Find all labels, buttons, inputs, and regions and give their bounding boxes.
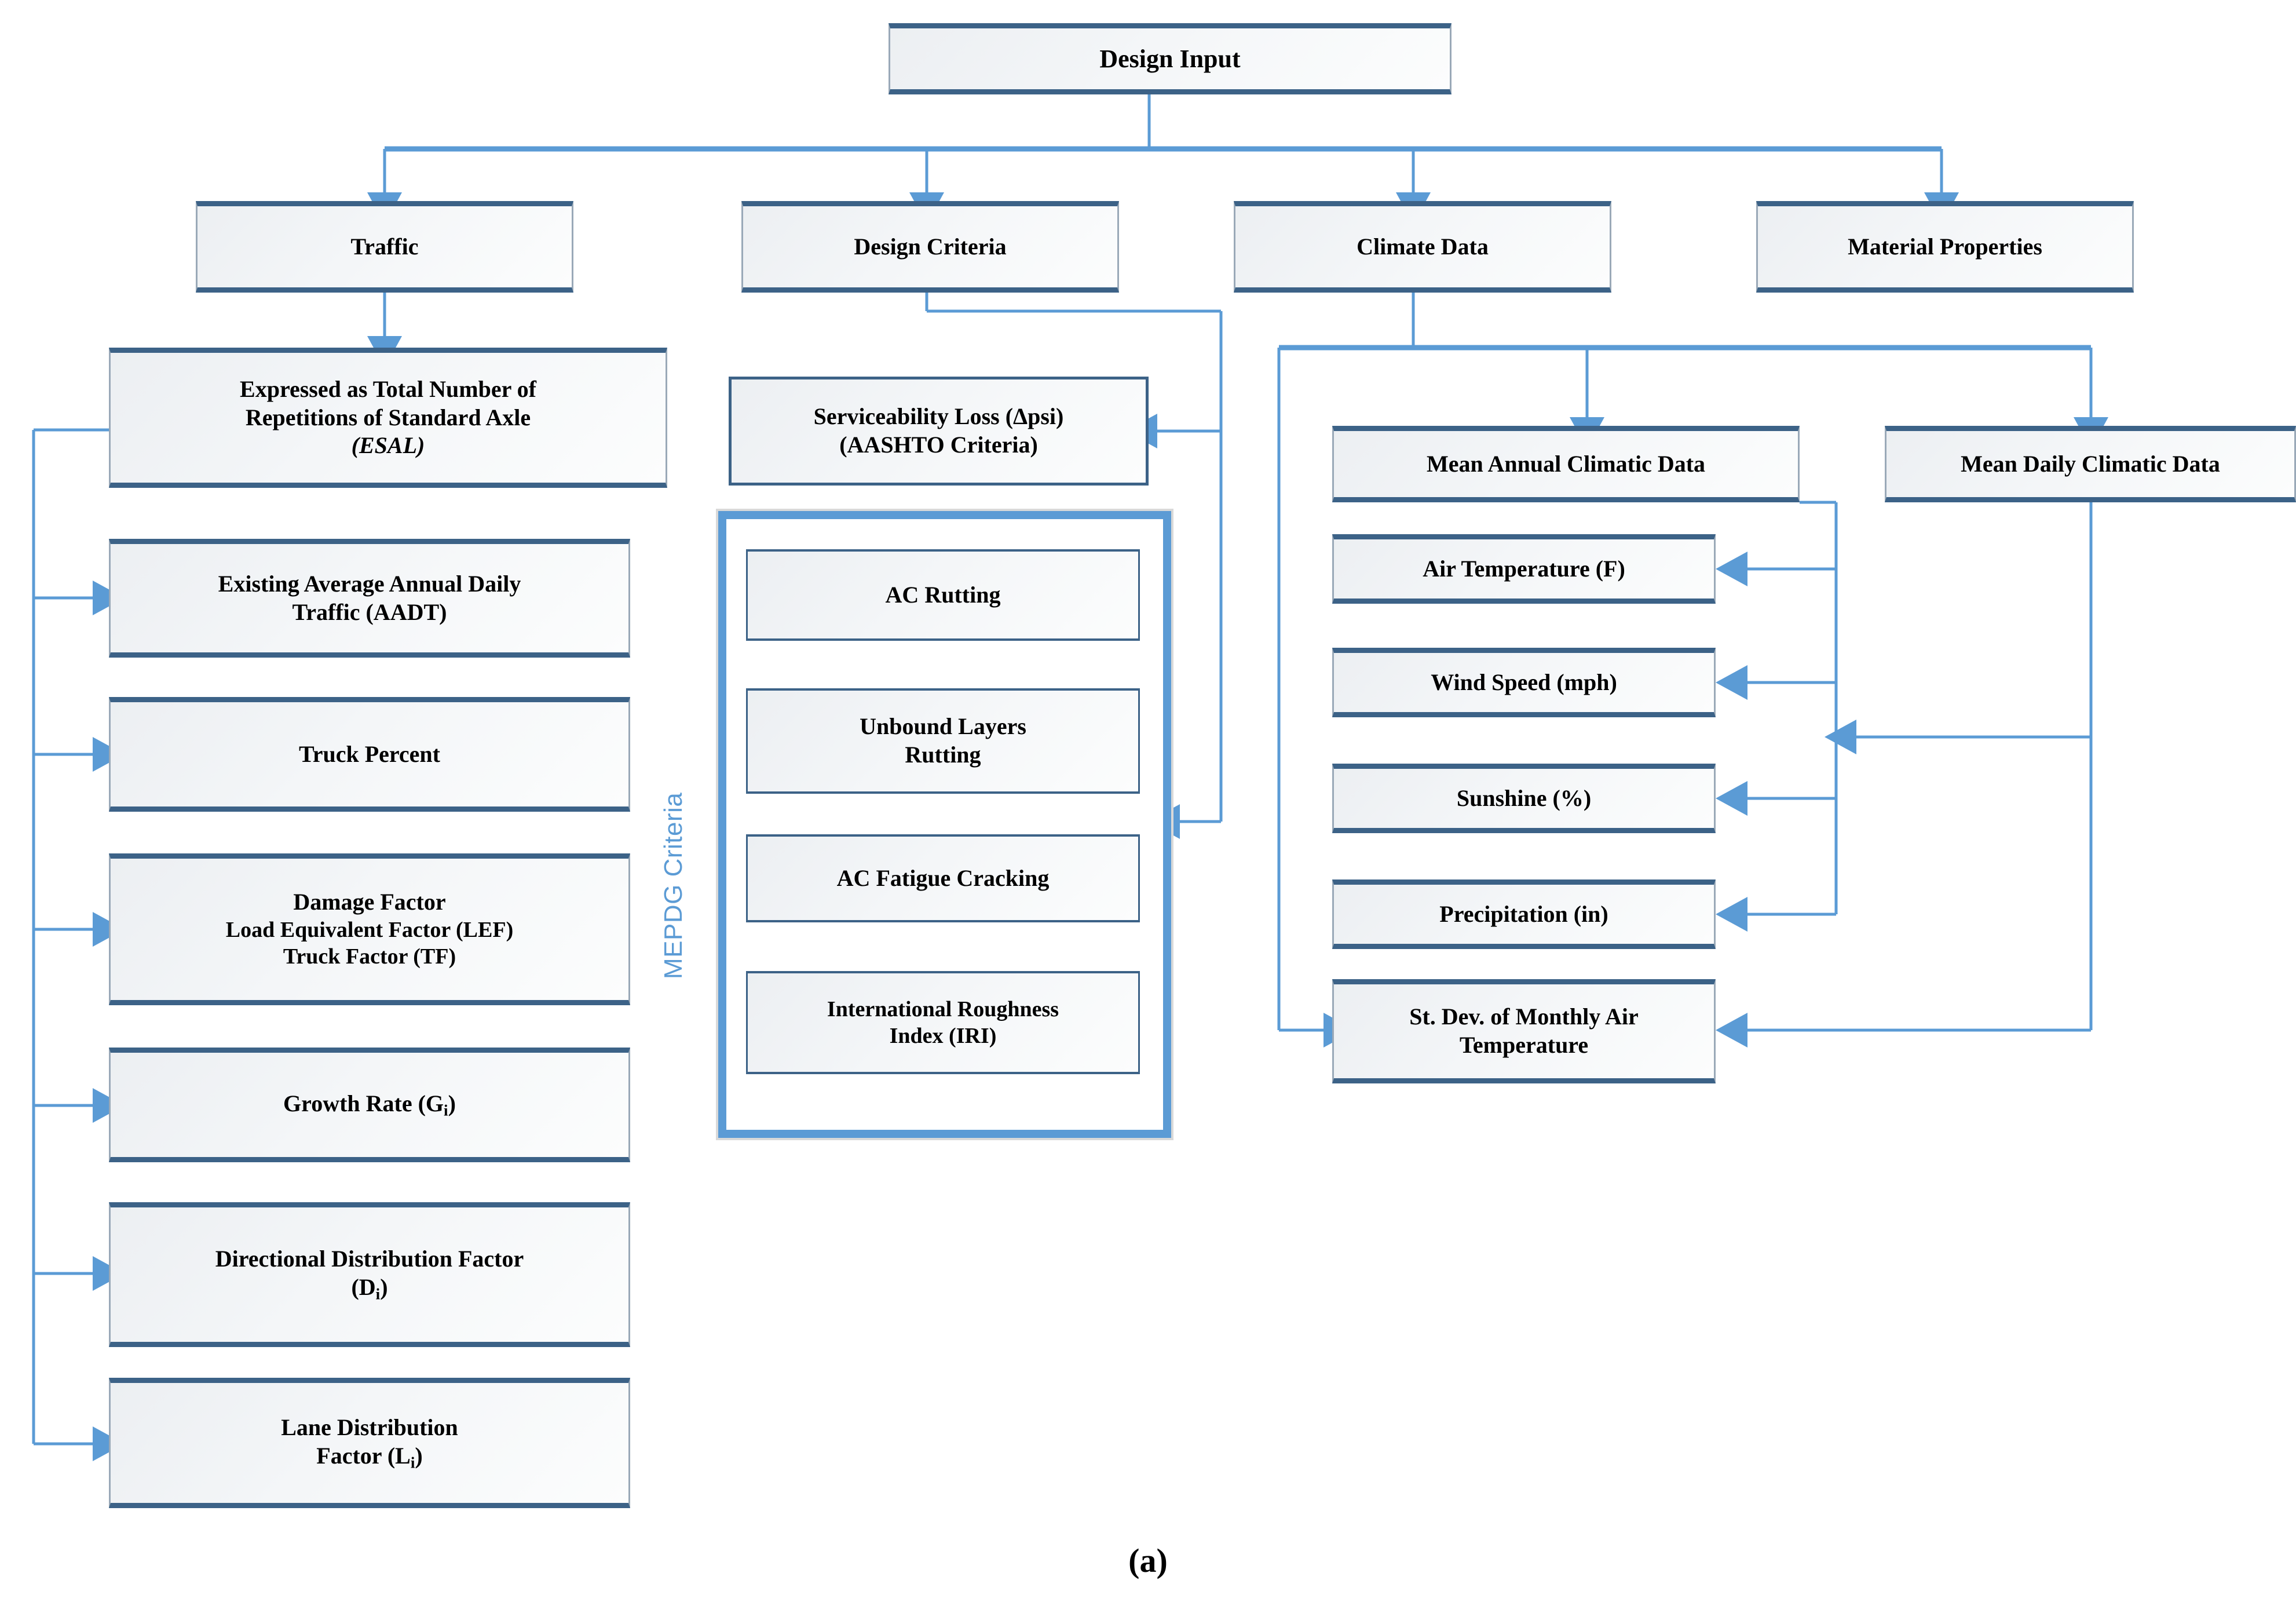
node-unbound-layers-rutting[interactable]: Unbound Layers Rutting [746, 688, 1140, 794]
node-label-tail: ) [380, 1274, 388, 1300]
node-label: AC Rutting [885, 581, 1001, 608]
node-truck-percent[interactable]: Truck Percent [109, 697, 630, 812]
node-mean-annual-climatic-data[interactable]: Mean Annual Climatic Data [1332, 426, 1800, 502]
node-label-line3: (ESAL) [351, 432, 425, 459]
node-label-line1: Serviceability Loss (Δpsi) [813, 403, 1064, 430]
node-label: Wind Speed (mph) [1431, 669, 1617, 695]
node-label-subscript: i [444, 1101, 448, 1119]
node-label: Growth Rate (Gi) [283, 1090, 456, 1121]
node-label-line3: Truck Factor (TF) [283, 944, 456, 969]
node-label: Air Temperature (F) [1423, 555, 1625, 582]
node-sunshine[interactable]: Sunshine (%) [1332, 764, 1716, 833]
node-precipitation[interactable]: Precipitation (in) [1332, 879, 1716, 949]
node-label-line2: (Di) [351, 1273, 387, 1304]
node-label: Material Properties [1848, 233, 2042, 260]
node-label-subscript: i [410, 1454, 415, 1472]
node-label: Traffic [350, 233, 419, 260]
node-label: Climate Data [1357, 233, 1489, 260]
node-label-text: Factor (L [316, 1442, 411, 1469]
node-label-line1: Damage Factor [293, 889, 446, 915]
node-iri[interactable]: International Roughness Index (IRI) [746, 971, 1140, 1074]
node-label-line2: Traffic (AADT) [292, 598, 447, 625]
node-label: Mean Daily Climatic Data [1961, 450, 2220, 477]
node-growth-rate[interactable]: Growth Rate (Gi) [109, 1048, 630, 1162]
node-label-line2: (AASHTO Criteria) [839, 432, 1038, 458]
node-climate-data[interactable]: Climate Data [1234, 201, 1611, 293]
node-serviceability-loss[interactable]: Serviceability Loss (Δpsi) (AASHTO Crite… [729, 377, 1149, 486]
node-label-line2: Rutting [905, 742, 981, 768]
node-design-input[interactable]: Design Input [889, 23, 1452, 94]
node-label-line1: Lane Distribution [281, 1414, 458, 1440]
node-label: Precipitation (in) [1439, 900, 1608, 927]
node-label: Mean Annual Climatic Data [1426, 450, 1706, 477]
node-label-tail: ) [415, 1442, 423, 1469]
node-label: Design Criteria [854, 233, 1007, 260]
node-label-text: (D [351, 1274, 376, 1300]
node-label-line1: St. Dev. of Monthly Air [1409, 1003, 1639, 1030]
node-label-line1: International Roughness [827, 997, 1059, 1021]
node-label: AC Fatigue Cracking [836, 864, 1050, 891]
node-stdev-monthly-air-temperature[interactable]: St. Dev. of Monthly Air Temperature [1332, 979, 1716, 1083]
node-label-line1: Expressed as Total Number of [240, 375, 536, 402]
node-label-line1: Existing Average Annual Daily [218, 570, 521, 597]
connector-traffic-spine [32, 428, 109, 1444]
node-label-line2: Repetitions of Standard Axle [245, 404, 531, 430]
node-label-tail: ) [448, 1090, 456, 1116]
node-label-line2: Temperature [1459, 1032, 1589, 1058]
node-label-line2: Factor (Li) [316, 1442, 422, 1473]
node-label: Design Input [1099, 44, 1241, 73]
node-material-properties[interactable]: Material Properties [1756, 201, 2134, 293]
node-label-line2: Load Equivalent Factor (LEF) [225, 918, 514, 943]
node-label-line1: Directional Distribution Factor [215, 1246, 524, 1272]
node-label-line2: Index (IRI) [889, 1024, 997, 1048]
node-mean-daily-climatic-data[interactable]: Mean Daily Climatic Data [1885, 426, 2296, 502]
node-lane-distribution-factor[interactable]: Lane Distribution Factor (Li) [109, 1378, 630, 1508]
node-ac-fatigue-cracking[interactable]: AC Fatigue Cracking [746, 834, 1140, 922]
node-air-temperature[interactable]: Air Temperature (F) [1332, 534, 1716, 604]
node-label: Truck Percent [298, 740, 440, 767]
node-ac-rutting[interactable]: AC Rutting [746, 549, 1140, 641]
node-damage-factor[interactable]: Damage Factor Load Equivalent Factor (LE… [109, 853, 630, 1005]
figure-caption: (a) [1128, 1542, 1168, 1579]
node-label-subscript: i [375, 1285, 381, 1303]
node-traffic[interactable]: Traffic [196, 201, 573, 293]
node-wind-speed[interactable]: Wind Speed (mph) [1332, 648, 1716, 717]
node-label-line1: Unbound Layers [860, 713, 1026, 740]
node-label: Sunshine (%) [1456, 784, 1592, 811]
connector-root-trunk [385, 94, 1942, 152]
node-directional-distribution-factor[interactable]: Directional Distribution Factor (Di) [109, 1202, 630, 1347]
node-aadt[interactable]: Existing Average Annual Daily Traffic (A… [109, 539, 630, 658]
mepdg-criteria-label: MEPDG Criteria [659, 792, 688, 979]
node-esal[interactable]: Expressed as Total Number of Repetitions… [109, 348, 667, 488]
node-design-criteria[interactable]: Design Criteria [741, 201, 1119, 293]
connector-annual-bus [1800, 501, 1838, 914]
node-label-text: Growth Rate (G [283, 1090, 444, 1116]
